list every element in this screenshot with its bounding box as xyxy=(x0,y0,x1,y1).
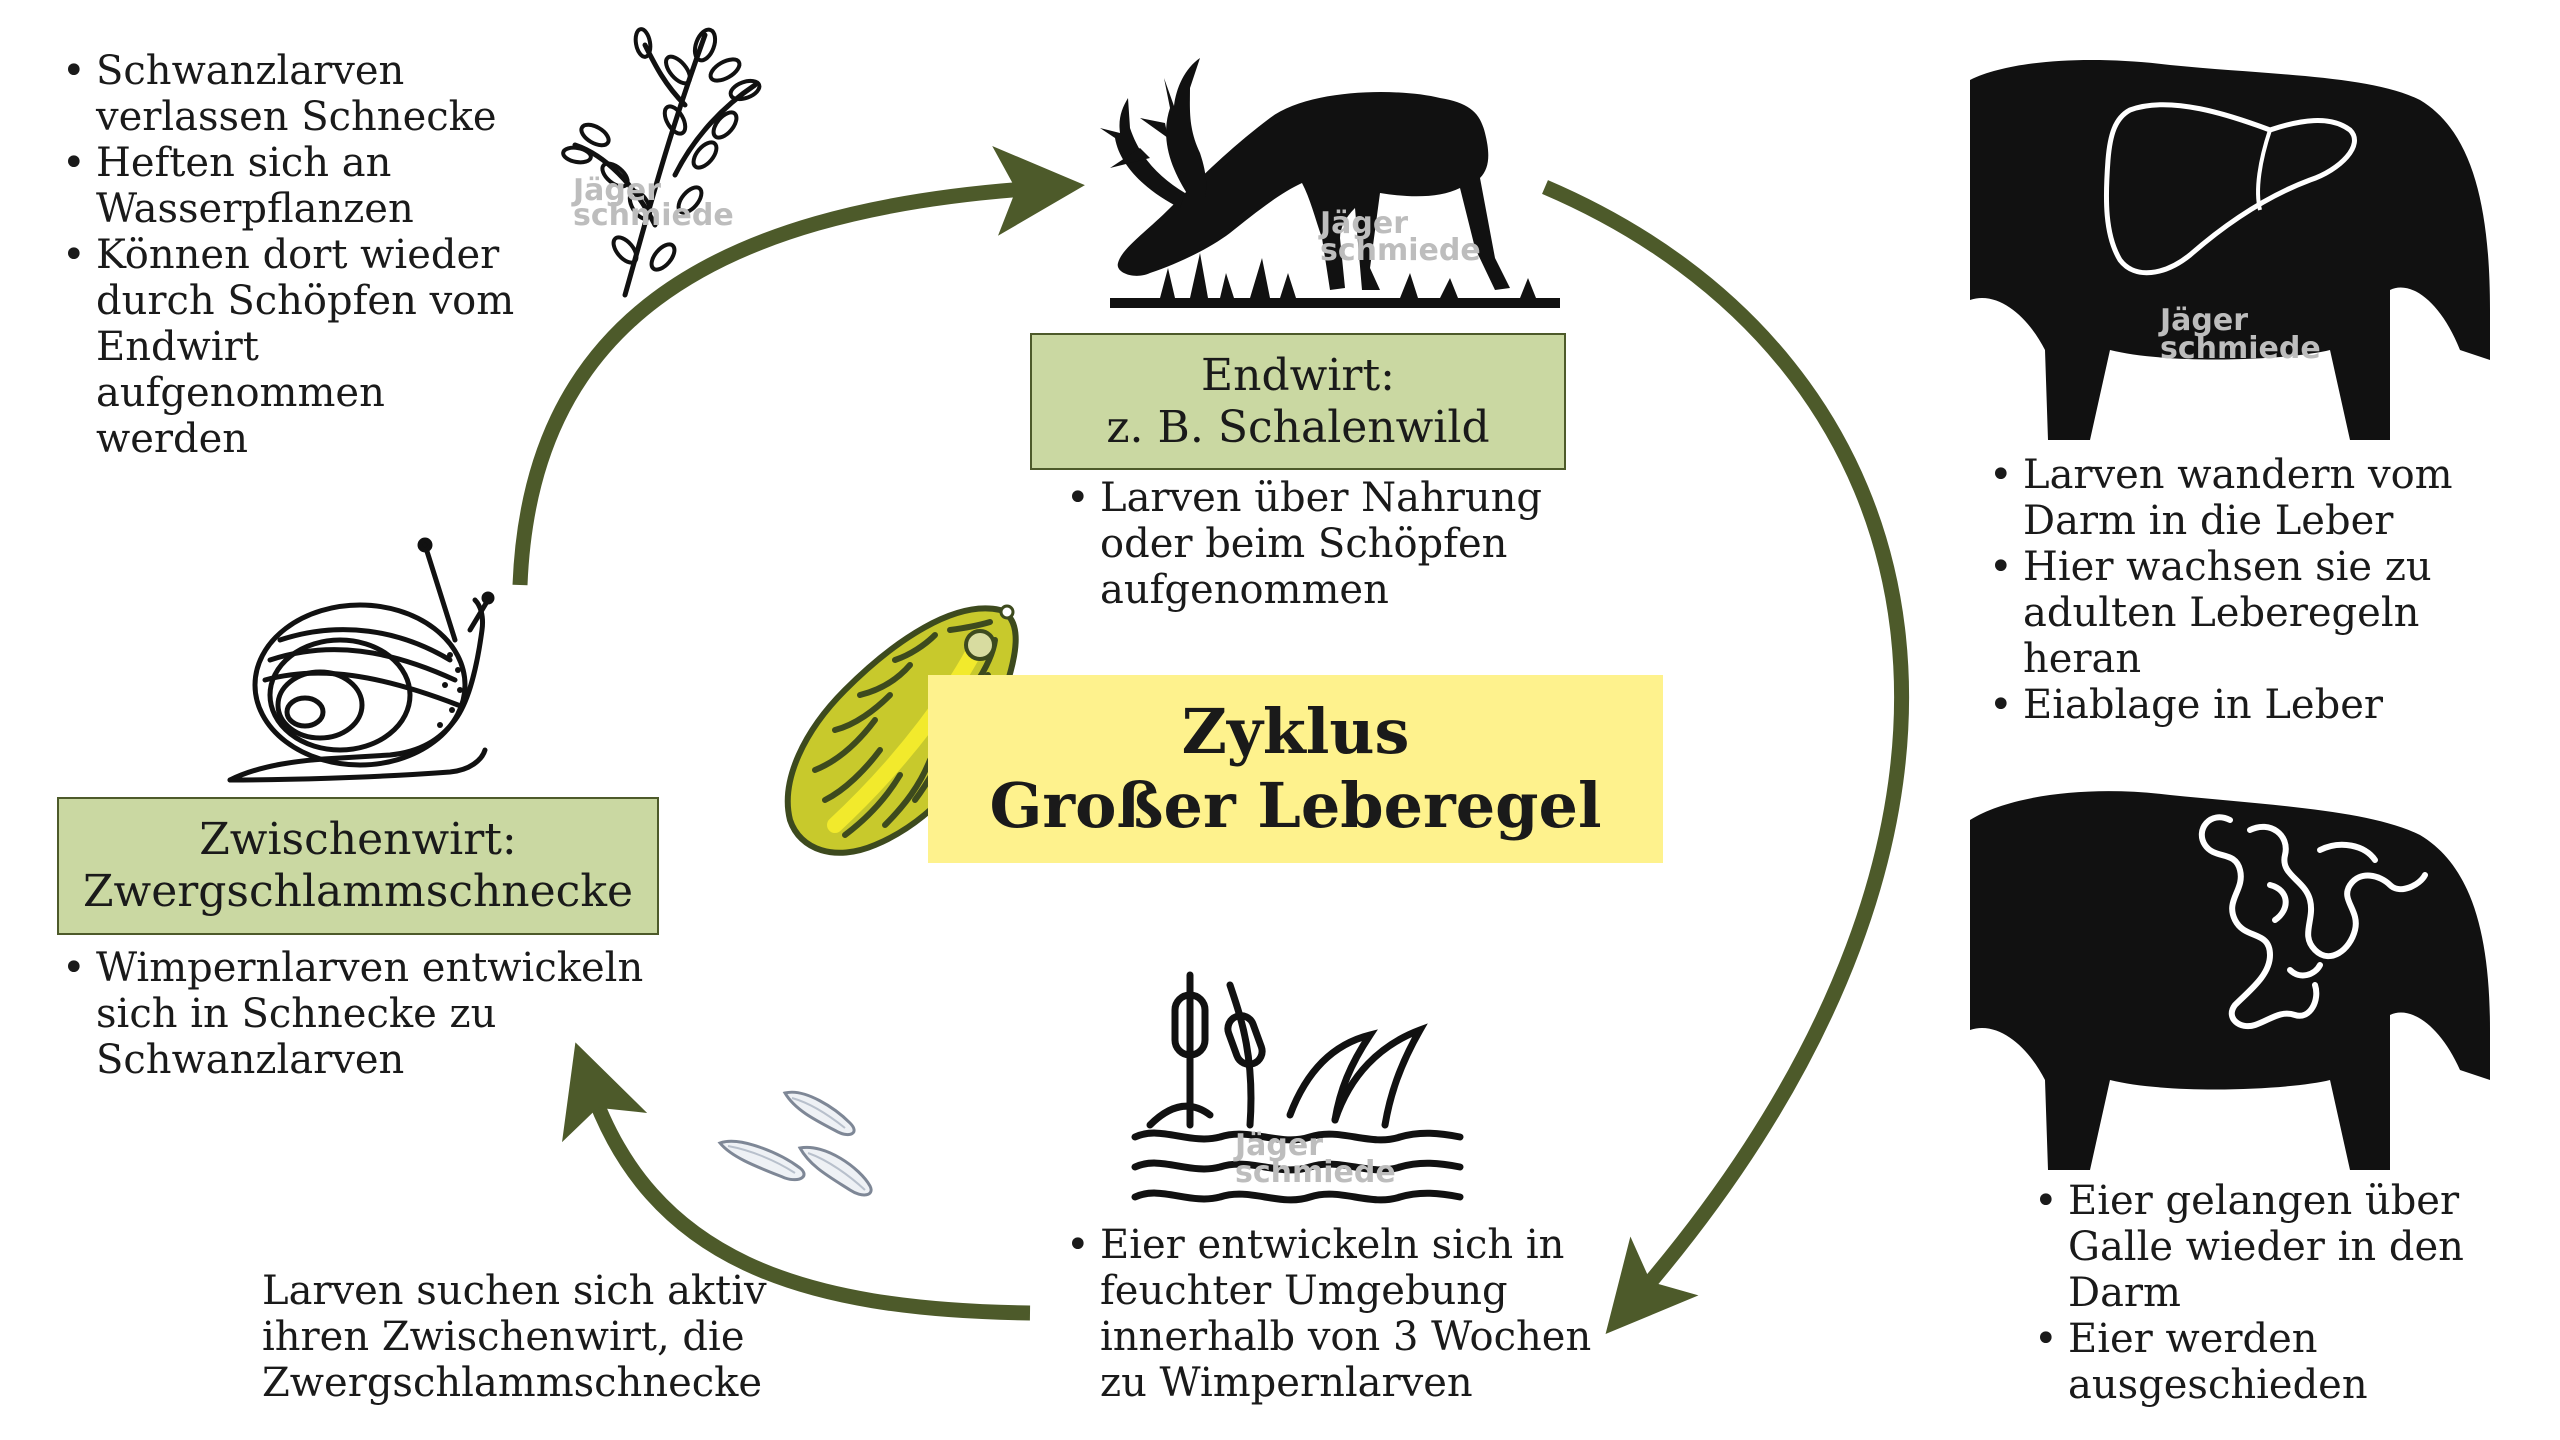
diagram-title: Zyklus Großer Leberegel xyxy=(928,675,1663,863)
arrow-eggs-to-snail xyxy=(562,1042,1031,1321)
watermark-line2: schmiede xyxy=(2160,331,2321,366)
zwischenwirt-box-line1: Zwischenwirt: xyxy=(199,814,517,865)
endwirt-box-line1: Endwirt: xyxy=(1201,349,1395,401)
zwischenwirt-bullets: Wimpernlarven entwickeln sich in Schneck… xyxy=(58,945,678,1083)
bottom-left-text: Larven suchen sich aktiv ihren Zwischenw… xyxy=(262,1268,767,1406)
zwischenwirt-box: Zwischenwirt: Zwergschlammschnecke xyxy=(57,797,659,935)
arrow-endwirt-to-eggs xyxy=(1542,180,1910,1335)
watermark-line1: Jäger xyxy=(2158,303,2248,338)
list-item: Wimpernlarven entwickeln sich in Schneck… xyxy=(58,945,678,1083)
watermark-line1: Jäger xyxy=(1318,206,1408,241)
list-item: Können dort wieder durch Schöpfen vom En… xyxy=(58,232,528,462)
title-line1: Zyklus xyxy=(1181,695,1410,768)
endwirt-box-line2: z. B. Schalenwild xyxy=(1106,401,1490,453)
list-item: Larven wandern vom Darm in die Leber xyxy=(1985,452,2545,544)
list-item: Eier entwickeln sich in feuchter Umgebun… xyxy=(1062,1222,1622,1406)
list-item: Hier wachsen sie zu adulten Leberegeln h… xyxy=(1985,544,2545,682)
endwirt-box: Endwirt: z. B. Schalenwild xyxy=(1030,333,1566,470)
watermark-line2: schmiede xyxy=(1320,233,1481,268)
list-item: Eier werden ausgeschieden xyxy=(2030,1316,2550,1408)
reed-water-icon: Jäger schmiede xyxy=(1131,971,1464,1204)
top-left-bullets: Schwanzlarven verlassen Schnecke Heften … xyxy=(58,48,528,462)
watermark-line2: schmiede xyxy=(1235,1155,1396,1190)
list-item: Schwanzlarven verlassen Schnecke xyxy=(58,48,528,140)
title-line2: Großer Leberegel xyxy=(989,769,1602,842)
deer-grazing-icon: Jäger schmiede xyxy=(1100,58,1560,308)
watermark-line1: Jäger xyxy=(571,173,661,208)
deer-body-liver-icon: Jäger schmiede xyxy=(1970,60,2490,440)
list-item: Larven über Nahrung oder beim Schöpfen a… xyxy=(1062,475,1582,613)
deer-body-intestine-icon xyxy=(1970,791,2490,1170)
list-item: Eiablage in Leber xyxy=(1985,682,2545,728)
list-item: Eier gelangen über Galle wieder in den D… xyxy=(2030,1178,2550,1316)
water-plant-icon: Jäger schmiede xyxy=(561,27,762,298)
watermark-line1: Jäger xyxy=(1233,1128,1323,1163)
list-item: Heften sich an Wasserpflanzen xyxy=(58,140,528,232)
endwirt-bullets: Larven über Nahrung oder beim Schöpfen a… xyxy=(1062,475,1582,613)
larvae-icon xyxy=(717,1090,873,1197)
watermark-line2: schmiede xyxy=(573,198,734,233)
right-bottom-bullets: Eier gelangen über Galle wieder in den D… xyxy=(2030,1178,2550,1408)
arrow-snail-to-endwirt xyxy=(512,146,1085,586)
zwischenwirt-box-line2: Zwergschlammschnecke xyxy=(82,866,634,917)
bottom-center-bullets: Eier entwickeln sich in feuchter Umgebun… xyxy=(1062,1222,1622,1406)
right-top-bullets: Larven wandern vom Darm in die Leber Hie… xyxy=(1985,452,2545,728)
snail-icon xyxy=(227,537,495,783)
